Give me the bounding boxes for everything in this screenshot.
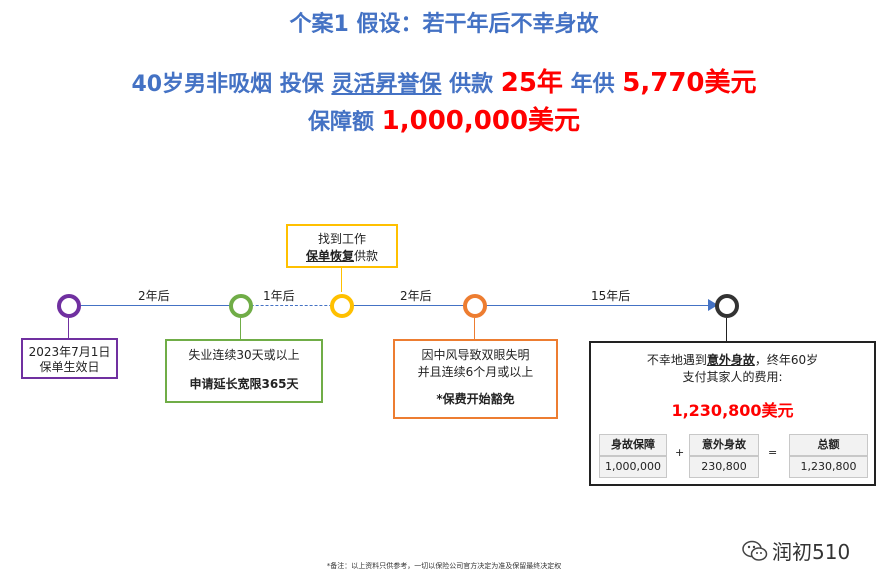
timeline-line-2	[342, 305, 718, 306]
watermark-text: 润初510	[772, 540, 851, 564]
coverage-line: 保障额 1,000,000美元	[0, 100, 888, 137]
grace-period-text: 申请延长宽限365天	[189, 377, 299, 391]
annual-premium: 5,770美元	[622, 68, 757, 98]
value-death-benefit: 1,000,000	[599, 456, 667, 478]
timeline-line-1	[69, 305, 241, 306]
timeline-node-job	[330, 294, 354, 318]
policy-resume-text: 保单恢复	[305, 249, 354, 263]
connector-stroke	[474, 318, 475, 339]
subtitle-part1: 40岁男非吸烟 投保	[131, 72, 332, 97]
value-accidental-death: 230,800	[689, 456, 759, 478]
payout-table: 身故保障 1,000,000 + 意外身故 230,800 = 总额 1,230…	[599, 434, 868, 478]
connector-job	[341, 268, 342, 292]
header-total: 总额	[789, 434, 868, 456]
start-date: 2023年7月1日	[28, 345, 111, 359]
accidental-death-text: 意外身故	[706, 353, 755, 367]
event-box-start: 2023年7月1日 保单生效日	[21, 338, 118, 379]
summary-line-2: 支付其家人的费用:	[682, 370, 783, 384]
value-total: 1,230,800	[789, 456, 868, 478]
resume-suffix: 供款	[354, 249, 379, 263]
timeline-node-stroke	[463, 294, 487, 318]
watermark: 润初510	[742, 536, 850, 567]
segment-label-4: 15年后	[591, 289, 631, 303]
unemployed-text: 失业连续30天或以上	[188, 348, 300, 362]
event-box-stroke: 因中风导致双眼失明 并且连续6个月或以上 *保费开始豁免	[393, 339, 558, 419]
premium-waiver-text: *保费开始豁免	[436, 392, 515, 406]
timeline-arrowhead	[708, 299, 718, 311]
connector-start	[68, 318, 69, 338]
summary-text-2: ，终年60岁	[754, 353, 819, 367]
subtitle-part2: 供款	[441, 72, 501, 97]
payment-term: 25年	[500, 68, 563, 98]
coverage-amount: 1,000,000美元	[381, 106, 581, 136]
summary-line-1: 不幸地遇到意外身故，终年60岁	[591, 352, 874, 369]
stroke-text-2: 并且连续6个月或以上	[417, 365, 534, 379]
subtitle-part3: 年供	[562, 72, 623, 97]
page-title: 个案1 假设：若干年后不幸身故	[289, 12, 599, 37]
stroke-text-1: 因中风导致双眼失明	[421, 348, 530, 362]
payout-summary-box: 不幸地遇到意外身故，终年60岁 支付其家人的费用: 1,230,800美元 身故…	[589, 341, 876, 486]
event-box-unemployed: 失业连续30天或以上 申请延长宽限365天	[165, 339, 323, 403]
timeline-line-dashed	[241, 305, 342, 306]
wechat-icon	[742, 540, 768, 567]
timeline-node-start	[57, 294, 81, 318]
disclaimer-footnote: *备注：以上资料只供参考，一切以保险公司官方决定为准及保留最终决定权	[326, 562, 562, 570]
segment-label-2: 1年后	[263, 289, 295, 303]
summary-text-1: 不幸地遇到	[646, 353, 707, 367]
job-found-text: 找到工作	[317, 232, 366, 246]
segment-label-3: 2年后	[400, 289, 432, 303]
coverage-label: 保障额	[307, 110, 382, 135]
header-death-benefit: 身故保障	[599, 434, 667, 456]
connector-death	[726, 318, 727, 341]
plus-sign: +	[675, 446, 685, 459]
connector-unemployed	[240, 318, 241, 339]
policy-subtitle: 40岁男非吸烟 投保 灵活昇誉保 供款 25年 年供 5,770美元	[0, 62, 888, 99]
equals-sign: =	[768, 446, 778, 459]
product-name: 灵活昇誉保	[331, 72, 442, 97]
start-label: 保单生效日	[39, 360, 100, 374]
payout-amount: 1,230,800美元	[671, 401, 794, 420]
header-accidental-death: 意外身故	[689, 434, 759, 456]
event-box-job: 找到工作 保单恢复供款	[286, 224, 398, 268]
timeline-node-death	[715, 294, 739, 318]
timeline-node-unemployed	[229, 294, 253, 318]
segment-label-1: 2年后	[138, 289, 170, 303]
